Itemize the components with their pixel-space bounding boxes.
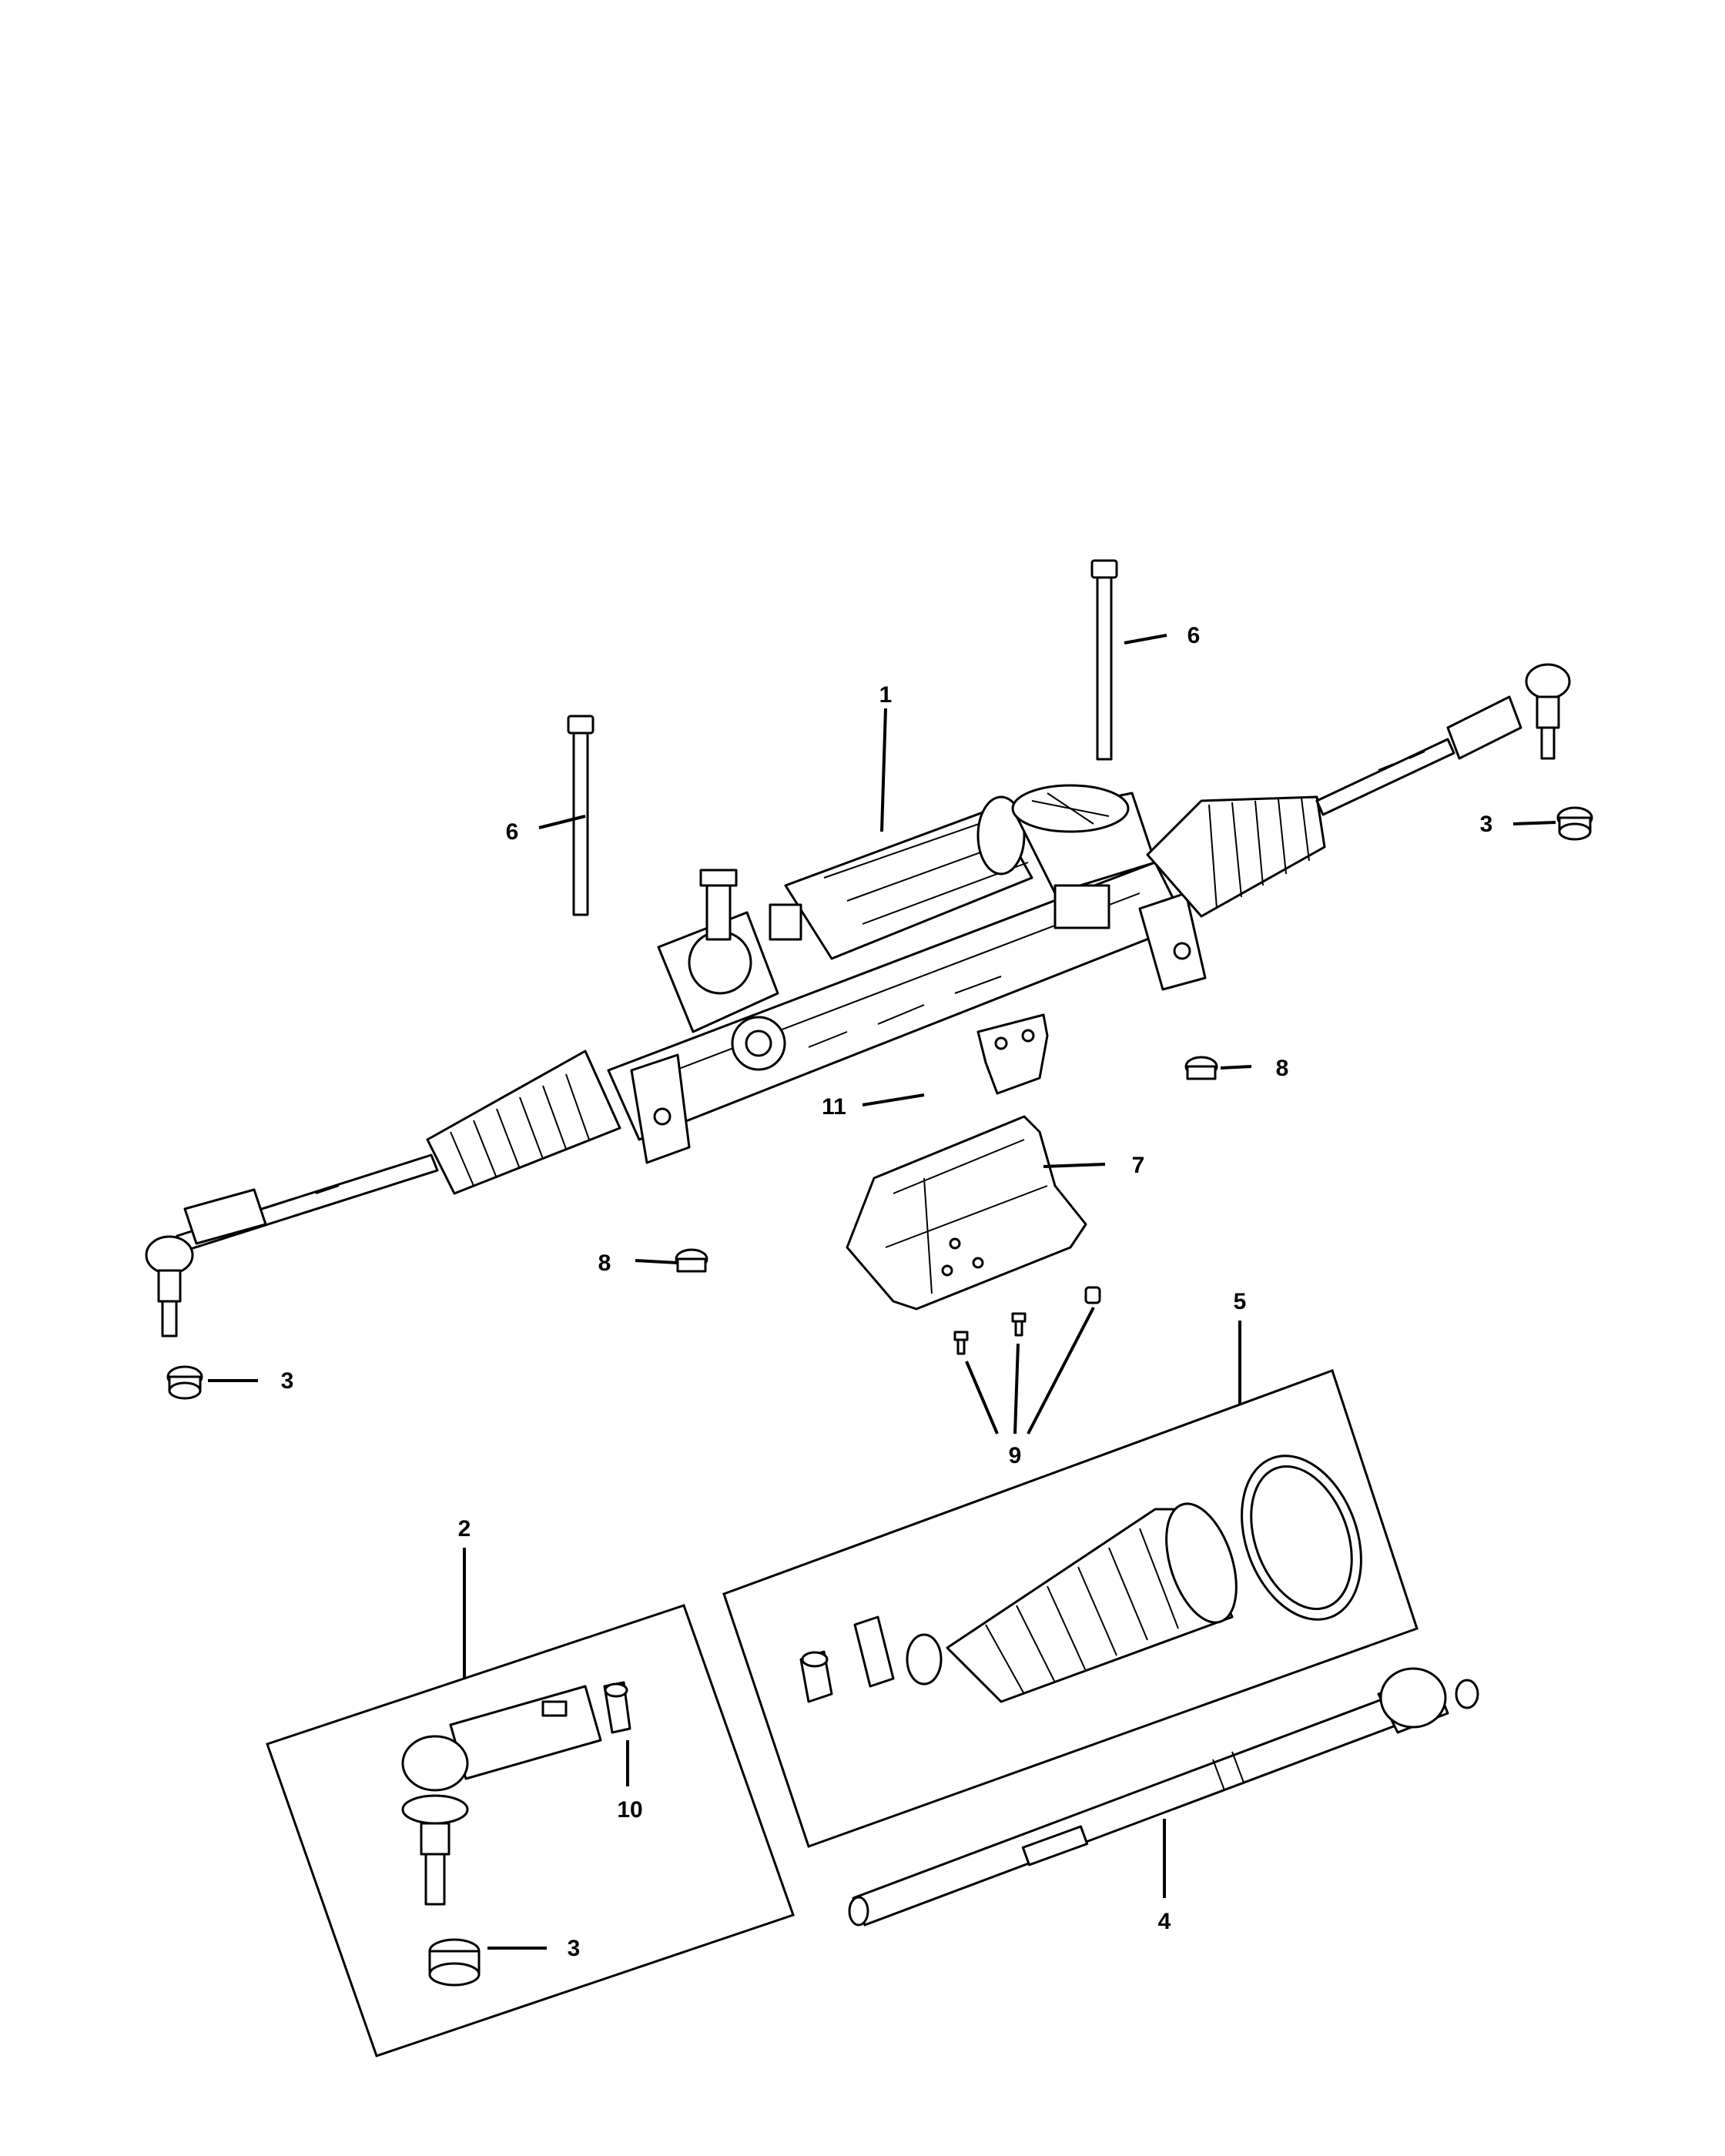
callout-3-left: 3 bbox=[281, 1368, 294, 1394]
mount-nut-right bbox=[1184, 1056, 1218, 1080]
leader-9c bbox=[1027, 1307, 1095, 1435]
leader-11 bbox=[862, 1093, 925, 1106]
callout-6-left: 6 bbox=[506, 819, 519, 845]
callout-11: 11 bbox=[822, 1094, 846, 1120]
callout-8-left: 8 bbox=[598, 1250, 611, 1276]
tie-rod-end-kit-box bbox=[266, 1604, 795, 2057]
callout-5: 5 bbox=[1234, 1289, 1247, 1314]
callout-3-box: 3 bbox=[568, 1936, 581, 1961]
leader-7 bbox=[1043, 1163, 1106, 1168]
leader-8-left bbox=[635, 1259, 678, 1264]
callout-10: 10 bbox=[617, 1797, 642, 1823]
mounting-bolt-right bbox=[1090, 559, 1118, 761]
inner-tie-rod bbox=[848, 1667, 1479, 1927]
heat-shield-bolts bbox=[953, 1286, 1101, 1355]
steering-gear-assembly bbox=[145, 663, 1571, 1337]
callout-3-right: 3 bbox=[1480, 812, 1493, 837]
leader-9a bbox=[965, 1361, 999, 1435]
leader-9b bbox=[1013, 1343, 1020, 1435]
callout-4: 4 bbox=[1158, 1909, 1171, 1934]
tie-rod-nut-right bbox=[1556, 806, 1593, 841]
boot-kit-box bbox=[722, 1369, 1419, 1848]
heat-shield bbox=[846, 1115, 1087, 1311]
leader-6-left bbox=[538, 815, 586, 829]
leader-6-right bbox=[1124, 634, 1167, 644]
callout-9: 9 bbox=[1009, 1443, 1022, 1468]
callout-2: 2 bbox=[458, 1516, 471, 1542]
mounting-bolt-left bbox=[567, 715, 595, 916]
tie-rod-nut-left bbox=[166, 1365, 203, 1400]
bracket bbox=[976, 1013, 1049, 1095]
mount-nut-left bbox=[675, 1248, 708, 1273]
callout-labels: 1 6 6 3 8 11 7 8 3 9 5 2 10 3 4 bbox=[281, 623, 1493, 1961]
callout-6-right: 6 bbox=[1187, 623, 1201, 648]
callout-8-right: 8 bbox=[1276, 1056, 1289, 1081]
leader-3-right bbox=[1512, 821, 1556, 825]
leader-8-right bbox=[1220, 1065, 1252, 1070]
callout-7: 7 bbox=[1132, 1153, 1145, 1178]
leader-1 bbox=[880, 708, 887, 832]
leader-lines bbox=[208, 634, 1556, 1950]
callout-1: 1 bbox=[879, 682, 893, 708]
